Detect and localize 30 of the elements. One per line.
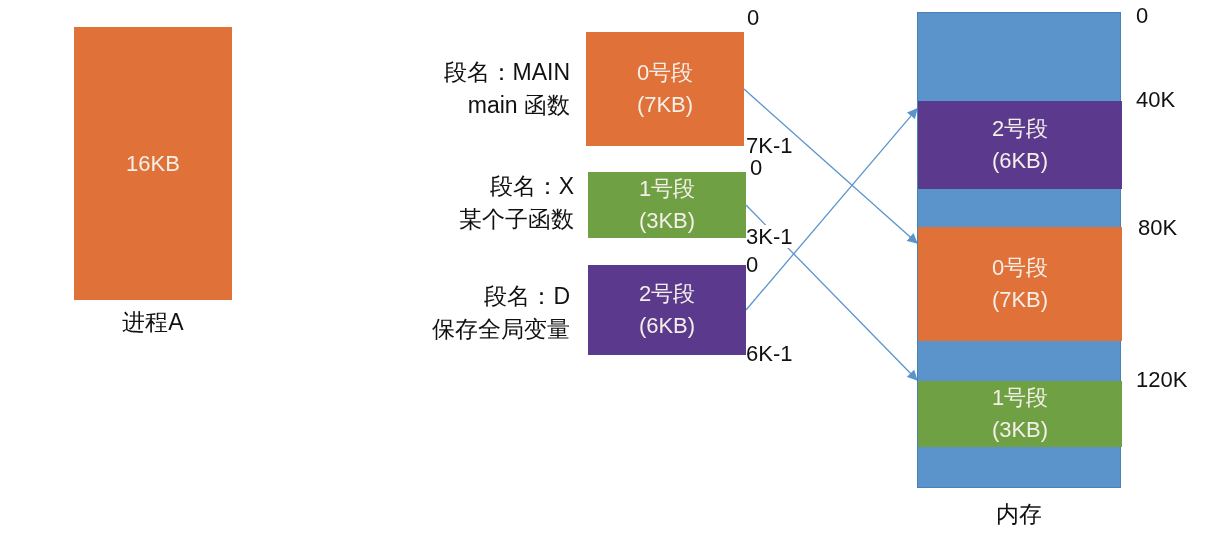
- node-label: 段名：MAIN main 函数: [442, 58, 570, 121]
- memory-segment: [918, 227, 1122, 341]
- node-label: 进程A: [121, 308, 185, 337]
- segment-label: (6KB): [991, 147, 1049, 175]
- arrow: [743, 88, 918, 244]
- arrow: [745, 204, 918, 381]
- segment-label: 0号段: [636, 59, 694, 88]
- segment-label: 1号段: [638, 175, 696, 204]
- address-label: 3K-1: [746, 225, 793, 249]
- segment-box: [588, 265, 746, 355]
- segment-label: (3KB): [638, 207, 696, 235]
- segment-label: (7KB): [991, 286, 1049, 314]
- node-label: 段名：D 保存全局变量: [431, 282, 570, 345]
- node-label: 段名：X 某个子函数: [458, 172, 574, 235]
- segment-label: 16KB: [126, 149, 180, 178]
- segment-label: 0号段: [991, 254, 1049, 283]
- segment-label: 2号段: [991, 115, 1049, 144]
- arrow: [745, 108, 918, 311]
- segment-label: (3KB): [991, 416, 1049, 444]
- memory-segment: [918, 381, 1122, 447]
- segment-label: 2号段: [638, 280, 696, 309]
- segment-label: (7KB): [636, 91, 694, 119]
- segment-box: [588, 172, 746, 238]
- node-label: 内存: [995, 500, 1043, 529]
- segment-box: [74, 27, 232, 300]
- memory-bar: [917, 12, 1121, 488]
- segment-label: 1号段: [991, 384, 1049, 413]
- segment-box: [586, 32, 744, 146]
- segment-label: (6KB): [638, 312, 696, 340]
- memory-segment: [918, 101, 1122, 189]
